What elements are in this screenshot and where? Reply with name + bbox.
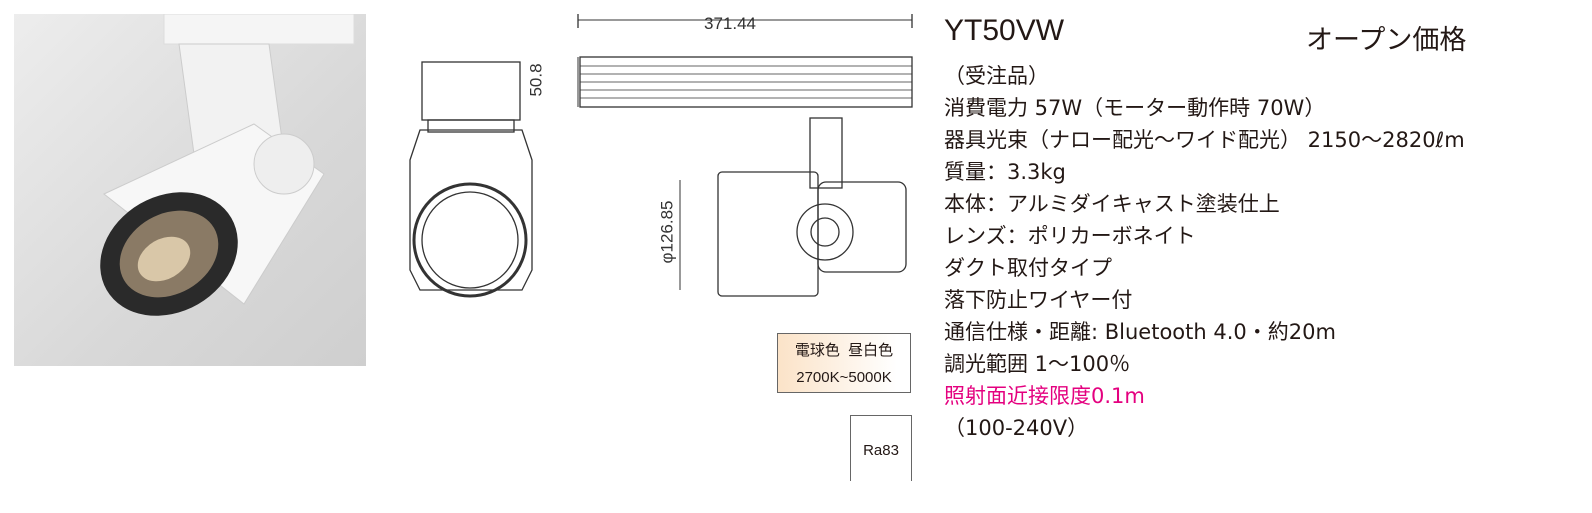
spotlight-photo-icon [100, 13, 355, 316]
dimension-drawing [409, 14, 913, 298]
ra-box: Ra83 [850, 415, 912, 481]
spec-line: 本体：アルミダイキャスト塗装仕上 [944, 192, 1280, 216]
spec-line: 質量：3.3kg [944, 160, 1066, 184]
price: オープン価格 [1306, 25, 1467, 56]
spec-line: ダクト取付タイプ [944, 256, 1112, 280]
color-range: 2700K~5000K [796, 369, 892, 386]
model-name: YT50VW [944, 14, 1065, 47]
spec-line: 消費電力 57W（モーター動作時 70W） [944, 96, 1326, 120]
spec-line: レンズ：ポリカーボネイト [944, 224, 1196, 248]
voltage: （100-240V） [944, 416, 1089, 440]
height-dimension: 50.8 [526, 63, 546, 97]
diameter-dimension: φ126.85 [657, 200, 677, 264]
spec-line: 落下防止ワイヤー付 [944, 288, 1133, 312]
color-label: 電球色 昼白色 [794, 342, 894, 359]
product-photo [14, 13, 366, 366]
color-temperature-box: 電球色 昼白色 2700K~5000K [777, 333, 911, 393]
spec-line: 器具光束（ナロー配光〜ワイド配光） 2150〜2820ℓm [944, 128, 1465, 152]
spec-line: 調光範囲 1〜100％ [944, 352, 1131, 376]
proximity-limit: 照射面近接限度0.1m [944, 384, 1145, 408]
spec-line: 通信仕様・距離: Bluetooth 4.0・約20m [944, 320, 1336, 344]
width-dimension: 371.44 [704, 14, 756, 33]
spec-line: （受注品） [944, 64, 1049, 88]
